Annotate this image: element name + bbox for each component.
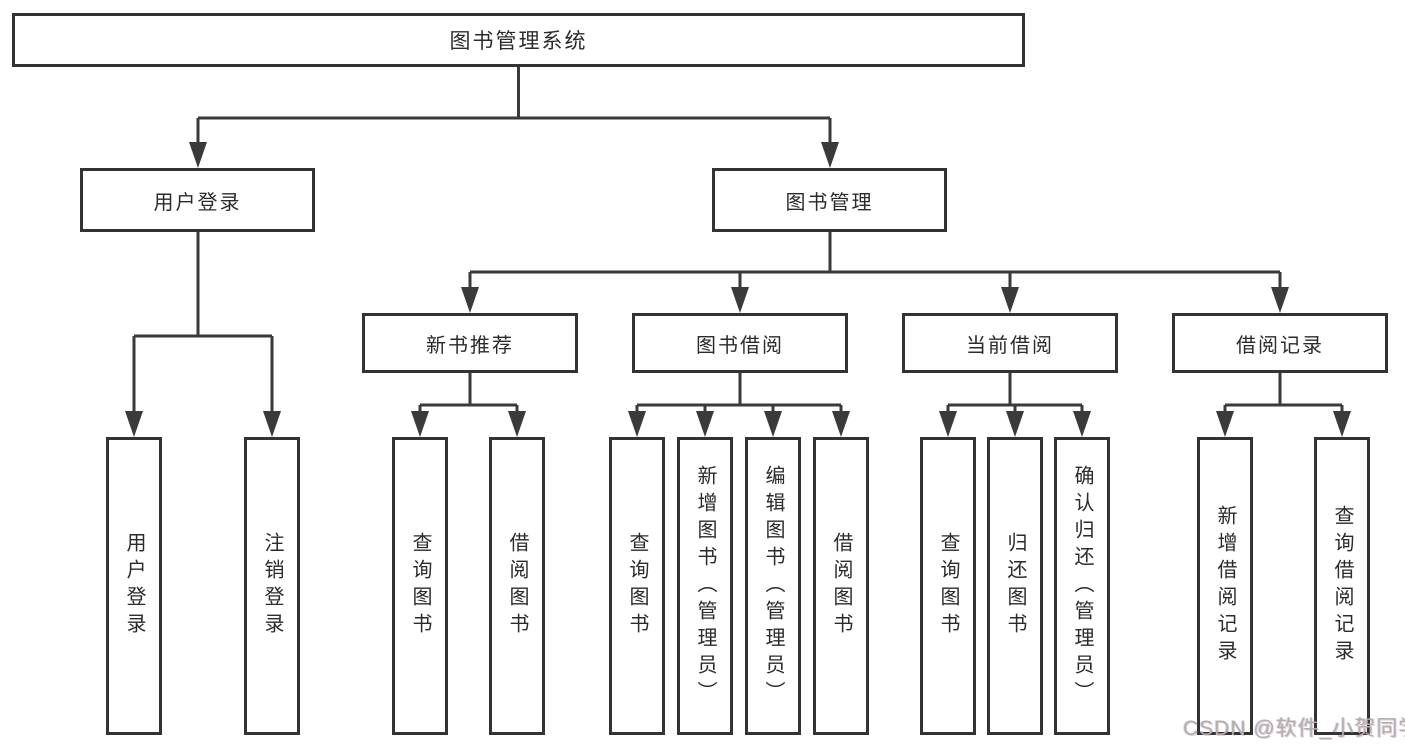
arrowhead-icon: [628, 411, 646, 437]
arrowhead-icon: [939, 411, 957, 437]
leaf-query-books-2: 查询图书: [609, 437, 665, 735]
arrowhead-icon: [461, 287, 479, 313]
arrowhead-icon: [263, 411, 281, 437]
connector-records-to-leaves: [1216, 373, 1351, 437]
connector-userlogin-to-leaves: [125, 232, 281, 437]
connector-bookborrow-to-leaves: [628, 373, 850, 437]
node-current-borrowing: 当前借阅: [902, 313, 1118, 373]
arrowhead-icon: [832, 411, 850, 437]
leaf-logout: 注销登录: [244, 437, 300, 735]
arrowhead-icon: [696, 411, 714, 437]
leaf-borrow-books-1: 借阅图书: [489, 437, 545, 735]
node-user-login: 用户登录: [80, 168, 315, 232]
leaf-borrow-books-2: 借阅图书: [813, 437, 869, 735]
arrowhead-icon: [1271, 287, 1289, 313]
arrowhead-icon: [125, 411, 143, 437]
arrowhead-icon: [189, 142, 207, 168]
node-book-management: 图书管理: [712, 168, 947, 232]
arrowhead-icon: [821, 142, 839, 168]
arrowhead-icon: [411, 411, 429, 437]
leaf-query-books-1: 查询图书: [392, 437, 448, 735]
leaf-confirm-return-admin: 确认归还（管理员）: [1054, 437, 1110, 735]
connector-newbook-to-leaves: [411, 373, 526, 437]
node-book-borrowing: 图书借阅: [632, 313, 848, 373]
connector-currentborrow-to-leaves: [939, 373, 1091, 437]
leaf-return-books: 归还图书: [987, 437, 1043, 735]
node-new-book-recommend: 新书推荐: [362, 313, 578, 373]
connector-root-to-level2: [189, 66, 839, 168]
leaf-add-books-admin: 新增图书（管理员）: [677, 437, 733, 735]
leaf-user-login: 用户登录: [106, 437, 162, 735]
node-borrowing-records: 借阅记录: [1172, 313, 1388, 373]
leaf-edit-books-admin: 编辑图书（管理员）: [745, 437, 801, 735]
leaf-add-borrow-record: 新增借阅记录: [1197, 437, 1253, 735]
leaf-query-borrow-record: 查询借阅记录: [1314, 437, 1370, 735]
arrowhead-icon: [1333, 411, 1351, 437]
arrowhead-icon: [1216, 411, 1234, 437]
leaf-query-books-3: 查询图书: [920, 437, 976, 735]
csdn-watermark: CSDN @软件_小贺同学: [1183, 717, 1405, 740]
arrowhead-icon: [764, 411, 782, 437]
arrowhead-icon: [731, 287, 749, 313]
arrowhead-icon: [508, 411, 526, 437]
node-root: 图书管理系统: [12, 13, 1025, 67]
arrowhead-icon: [1073, 411, 1091, 437]
arrowhead-icon: [1001, 287, 1019, 313]
arrowhead-icon: [1006, 411, 1024, 437]
connector-bookmgmt-to-level3: [461, 232, 1289, 313]
